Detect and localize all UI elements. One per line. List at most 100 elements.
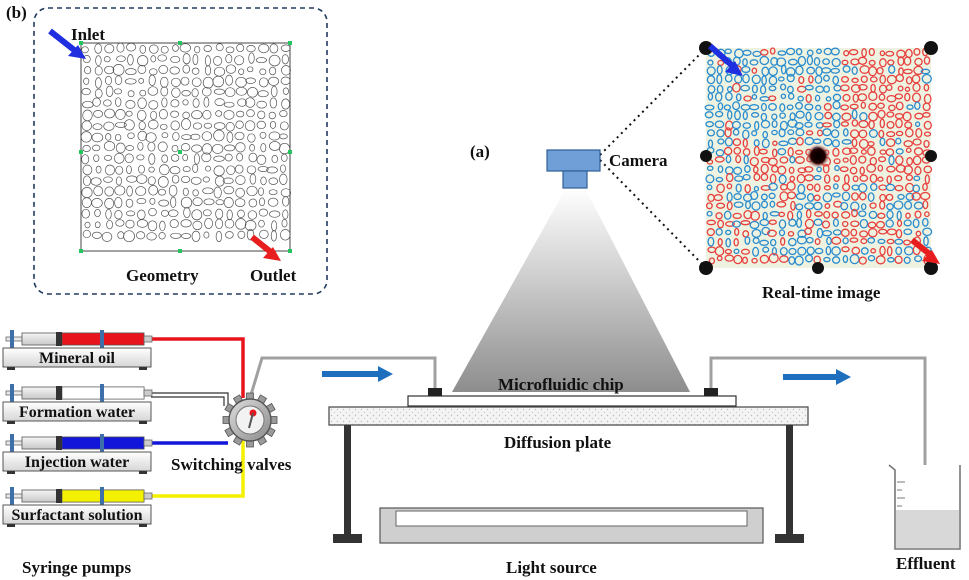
pore <box>136 174 148 184</box>
geometry-marker <box>79 249 83 253</box>
flow-pore <box>750 112 760 118</box>
flow-pore <box>797 95 804 102</box>
flow-pore <box>796 136 804 146</box>
switching-valve-gear-icon <box>222 392 278 448</box>
flow-pore <box>903 165 914 175</box>
pore <box>213 165 225 177</box>
pore <box>161 132 169 139</box>
pore <box>201 152 212 163</box>
flow-pore <box>885 138 896 148</box>
pore <box>203 122 213 129</box>
pore <box>182 64 191 74</box>
flow-pore <box>850 84 861 93</box>
pore <box>235 187 245 198</box>
flow-pore <box>733 193 742 201</box>
flow-pore <box>813 174 822 181</box>
pore <box>170 120 180 131</box>
pore <box>103 99 112 107</box>
pore <box>149 44 159 54</box>
flow-pore <box>725 91 733 101</box>
pore <box>181 90 191 97</box>
pore <box>158 232 166 240</box>
pore <box>138 164 145 174</box>
flow-pore <box>707 59 714 66</box>
pore <box>125 198 134 208</box>
pore <box>160 45 169 54</box>
flow-pore <box>867 221 877 229</box>
pore <box>148 185 159 196</box>
pore <box>280 229 291 241</box>
geometry-marker <box>288 41 292 45</box>
flow-pore <box>858 83 868 91</box>
pore <box>171 174 180 184</box>
pump-clamp <box>100 434 104 452</box>
pore <box>224 87 236 98</box>
pore <box>172 131 180 141</box>
pore <box>258 77 269 88</box>
image-outlet-arrow <box>910 237 934 259</box>
pore <box>148 119 159 130</box>
pore <box>279 173 288 185</box>
pore <box>257 110 266 120</box>
flow-pore <box>840 76 850 83</box>
pore <box>191 144 203 153</box>
flow-pore <box>788 166 795 174</box>
pore <box>279 121 289 131</box>
flow-pore <box>868 102 878 111</box>
flow-pore <box>867 140 875 147</box>
pore <box>93 154 100 162</box>
pore <box>161 154 169 163</box>
pore <box>104 198 115 209</box>
flow-pore <box>912 218 920 229</box>
flow-pore <box>760 184 771 191</box>
pore <box>235 142 246 153</box>
syringe-pump: Mineral oil <box>2 330 153 370</box>
flow-pore <box>879 58 887 68</box>
flow-pore <box>733 146 742 155</box>
camera-body <box>546 149 601 172</box>
flow-pore <box>830 67 841 74</box>
flow-pore <box>920 68 931 75</box>
flow-pore <box>785 67 796 77</box>
flow-pore <box>902 111 912 122</box>
flow-pore <box>857 56 868 65</box>
pore <box>92 97 101 107</box>
pore <box>103 141 116 152</box>
pore <box>246 165 257 175</box>
flow-pore <box>715 212 723 220</box>
pump-clamp <box>10 330 14 348</box>
flow-pore <box>726 86 733 93</box>
pore <box>170 196 177 208</box>
flow-pore <box>923 236 929 247</box>
flow-pore <box>849 155 857 165</box>
flow-pore <box>751 94 758 100</box>
flow-pore <box>840 228 850 238</box>
flow-pore <box>723 210 732 220</box>
flow-pore <box>850 201 860 212</box>
camera-lens <box>562 170 588 189</box>
flow-pore <box>906 157 914 166</box>
pore <box>258 187 264 196</box>
pump-clamp <box>100 384 104 402</box>
flow-pore <box>754 120 760 131</box>
pore <box>259 229 269 239</box>
flow-pore <box>715 176 724 183</box>
flow-pore <box>885 50 895 57</box>
pore <box>202 176 210 183</box>
pore <box>105 133 112 141</box>
pore <box>82 55 91 64</box>
flow-pore <box>717 165 724 174</box>
flow-pore <box>735 93 742 102</box>
pore <box>190 133 201 141</box>
flow-pore <box>788 218 797 227</box>
pore <box>280 44 291 52</box>
flow-pore <box>742 122 752 129</box>
flow-pore <box>714 120 725 129</box>
flow-pore <box>896 49 906 59</box>
syringe-nozzle <box>143 389 153 397</box>
flow-pore <box>723 104 732 111</box>
pore <box>223 197 234 208</box>
pore <box>202 187 214 195</box>
flow-pore <box>724 166 734 175</box>
flow-pore <box>843 50 850 57</box>
